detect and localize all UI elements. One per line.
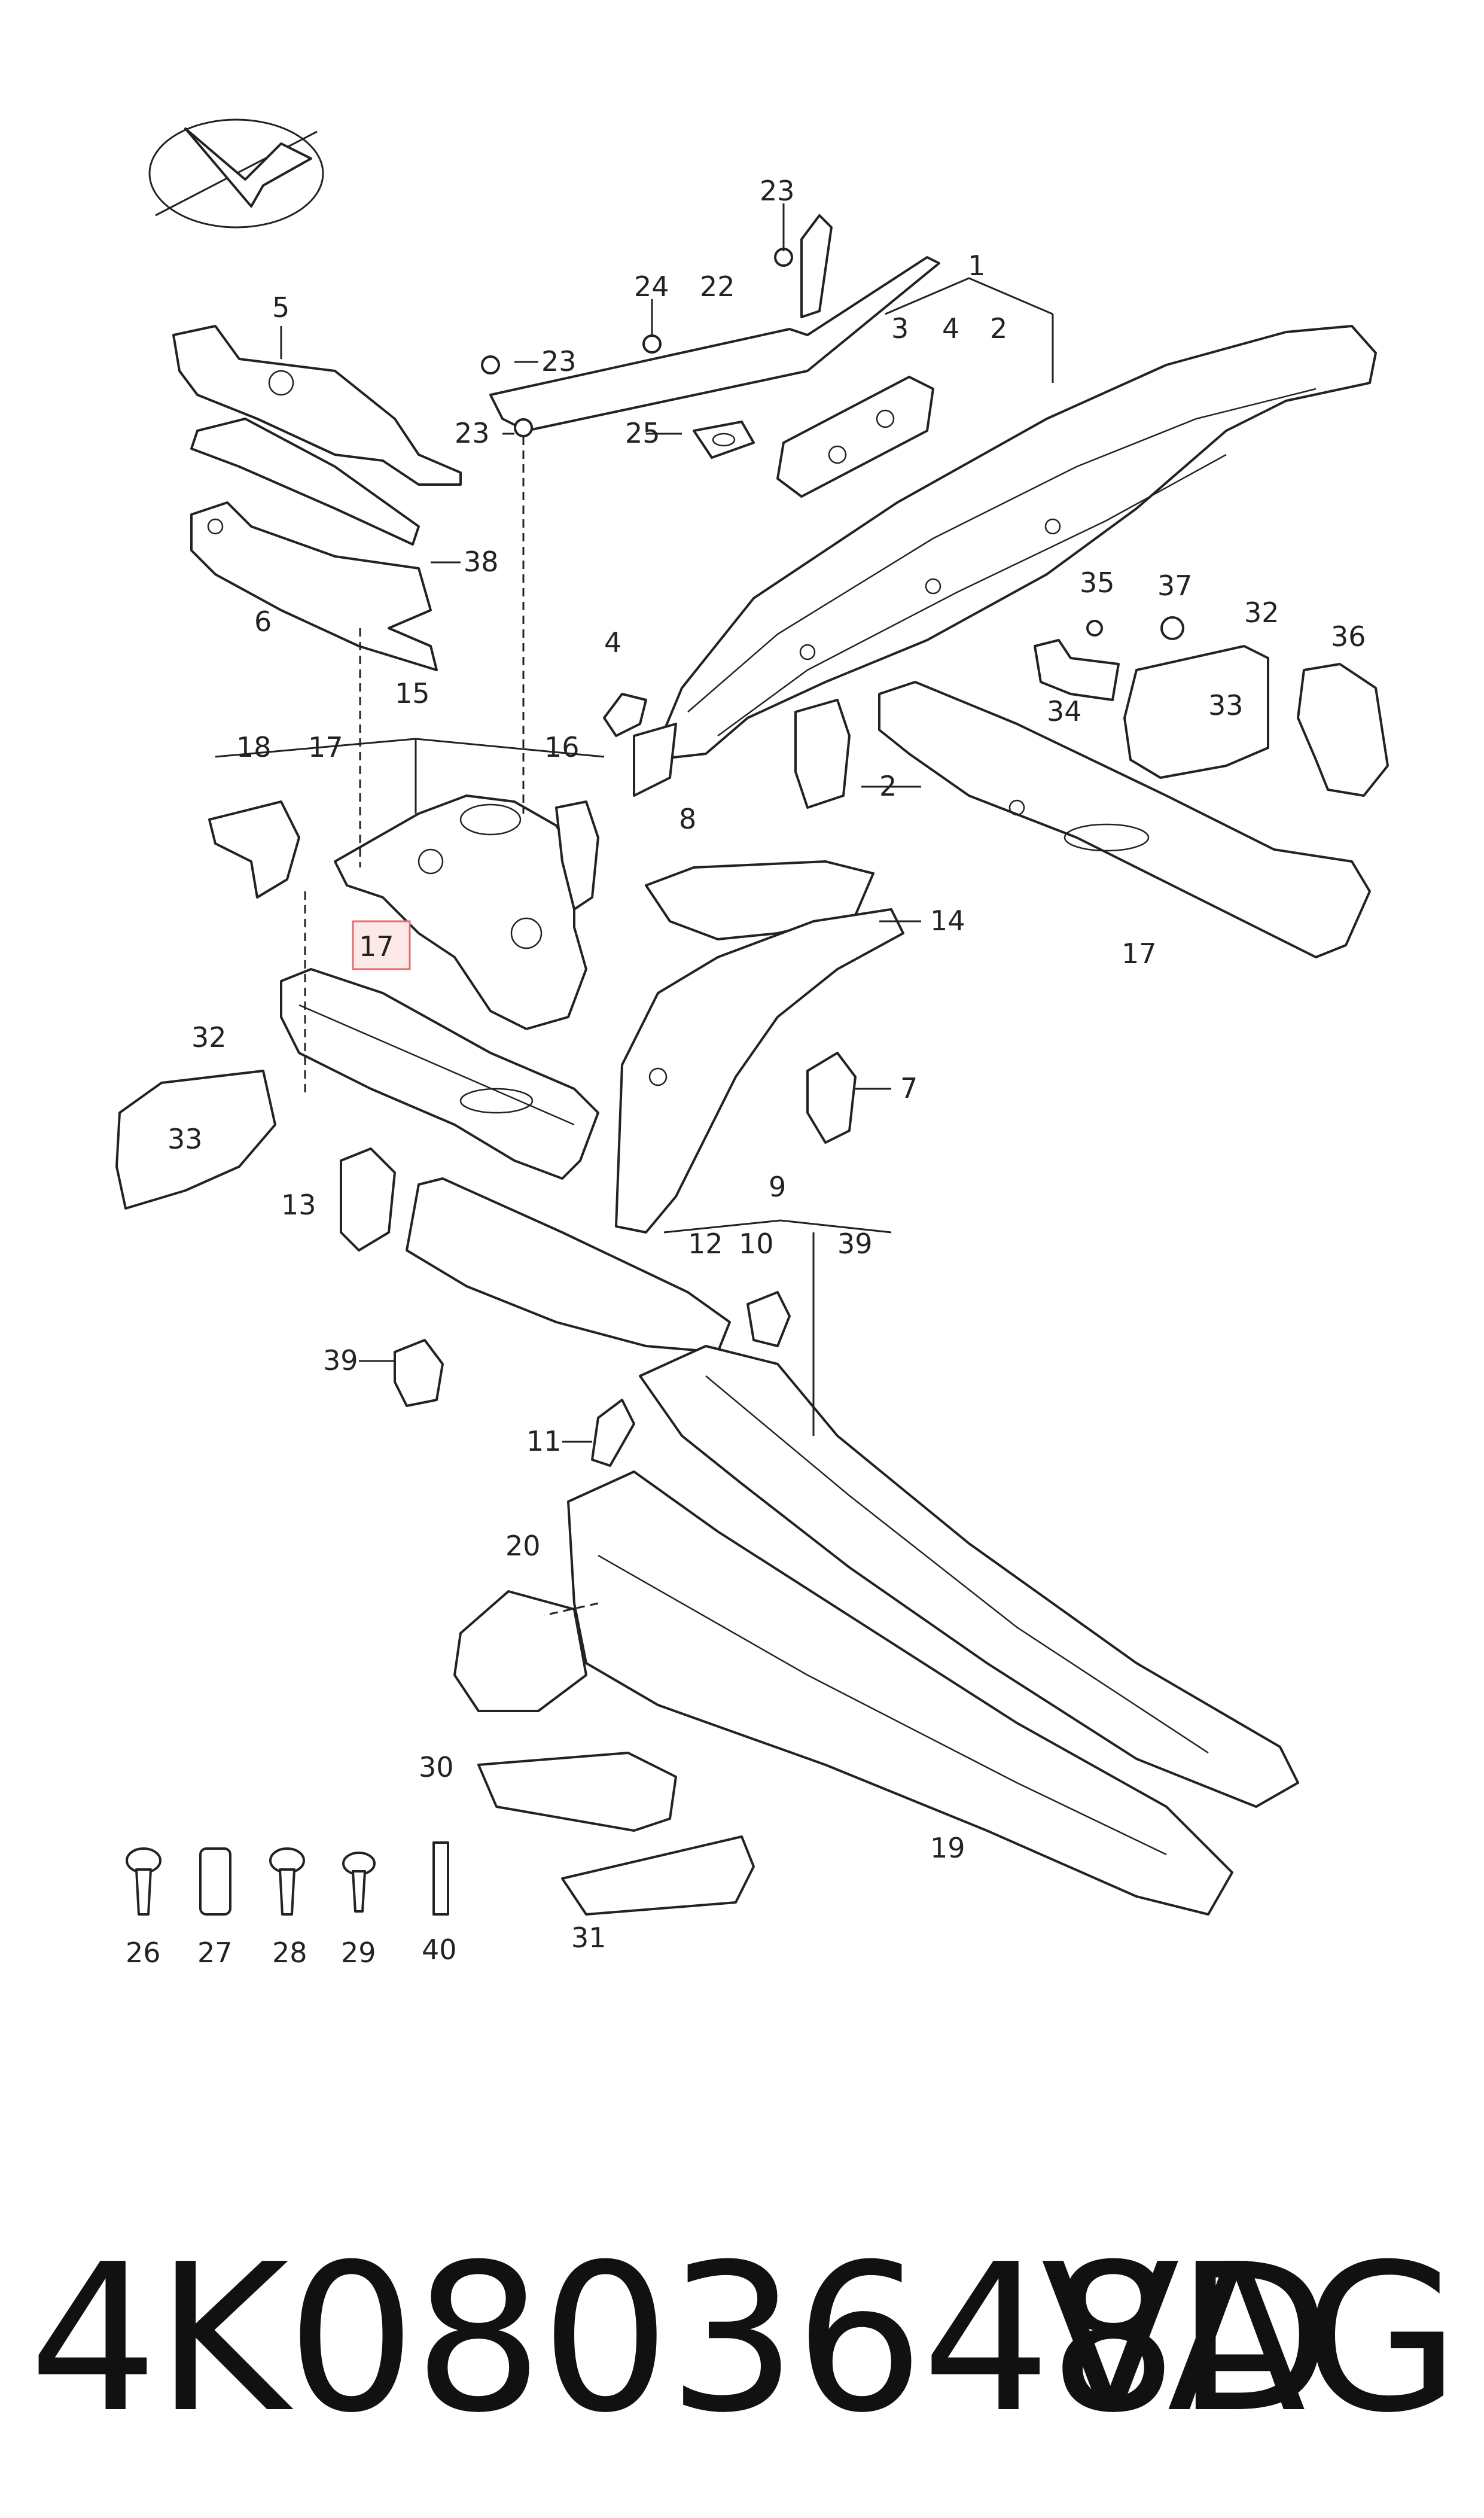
callout-13: 13: [281, 1189, 316, 1221]
part-strut-mount-upper: [172, 325, 462, 546]
part-bracket-16: [555, 800, 599, 911]
callout-37: 37: [1157, 570, 1193, 602]
callout-2: 2: [879, 770, 897, 802]
part-bracket-34: [1034, 639, 1120, 701]
callout-38: 38: [464, 546, 499, 578]
callout-17b: 17: [1122, 937, 1157, 970]
callout-7: 7: [900, 1072, 918, 1104]
callout-10: 10: [739, 1228, 774, 1260]
bolt-icon: [481, 248, 793, 437]
callout-27: 27: [197, 1937, 233, 1969]
part-bracket-36: [1297, 663, 1389, 797]
callout-15: 15: [395, 677, 430, 710]
callout-25: 25: [625, 417, 660, 449]
part-strut-mount-lower: [190, 501, 438, 671]
callout-28: 28: [272, 1937, 307, 1969]
callout-31: 31: [571, 1922, 607, 1954]
callout-40: 40: [422, 1934, 457, 1966]
callout-3: 3: [891, 312, 909, 345]
part-lower-side-member: [406, 1177, 731, 1353]
part-bracket-39: [394, 1339, 444, 1407]
part-bracket-20: [453, 1590, 587, 1712]
dashed-leaders: [304, 437, 599, 1616]
fastener-row: [126, 1841, 449, 1916]
orientation-arrow-icon: [148, 118, 324, 229]
callout-35: 35: [1080, 567, 1115, 599]
callout-36: 36: [1331, 620, 1366, 653]
callout-1: 1: [968, 249, 985, 282]
nut-icon: [1086, 616, 1184, 640]
callout-30: 30: [419, 1751, 454, 1783]
callout-6: 6: [254, 605, 272, 638]
part-frame-rail-upper: [633, 325, 1377, 797]
clip-icon: [342, 1852, 376, 1913]
footer: 4K0803648D VAG: [0, 2202, 1484, 2477]
callout-16: 16: [544, 731, 580, 763]
part-bracket-31: [561, 1835, 755, 1916]
part-side-member-right: [878, 681, 1371, 958]
callout-14: 14: [930, 905, 965, 937]
part-wheel-arch-inner: [615, 908, 904, 1234]
callout-4b: 4: [604, 626, 621, 659]
callout-23a: 23: [760, 175, 795, 207]
exploded-parts-diagram: 1 2 3 4 2 5 22 23 24 23 23 25 6 38 4 2 1…: [115, 118, 1389, 1969]
callout-39a: 39: [837, 1228, 873, 1260]
callout-labels: 1 2 3 4 2 5 22 23 24 23 23 25 6 38 4 2 1…: [126, 175, 1366, 1969]
callout-24: 24: [634, 270, 669, 303]
callout-34: 34: [1047, 695, 1082, 727]
part-bracket-7: [806, 1052, 857, 1144]
part-bracket-30: [477, 1752, 677, 1832]
callout-33a: 33: [1208, 689, 1244, 721]
callout-18: 18: [236, 731, 272, 763]
callout-11: 11: [526, 1425, 562, 1457]
callout-22: 22: [700, 270, 735, 303]
callout-17a: 17: [308, 731, 343, 763]
callout-26: 26: [126, 1937, 161, 1969]
callout-8: 8: [679, 803, 696, 835]
part-bracket-10: [746, 1291, 791, 1347]
callout-23c: 23: [455, 417, 490, 449]
stud-icon: [432, 1841, 449, 1916]
clip-icon: [269, 1847, 305, 1916]
part-small-bracket-4: [603, 693, 647, 737]
part-cross-brace: [489, 214, 940, 432]
highlight-box: [352, 920, 411, 970]
part-floor-member: [567, 1470, 1233, 1916]
leader-lines: [215, 203, 1054, 1443]
callout-32a: 32: [1244, 596, 1279, 629]
callout-2b: 2: [990, 312, 1007, 345]
part-small-bracket-2: [794, 699, 851, 809]
part-clip-25: [693, 421, 755, 459]
part-bracket-32-right: [1123, 645, 1269, 779]
part-side-member-left: [280, 968, 599, 1180]
part-bracket-32-left: [115, 1070, 276, 1210]
part-bracket-18: [208, 800, 300, 899]
callout-20: 20: [505, 1530, 541, 1562]
callout-29: 29: [341, 1937, 376, 1969]
callout-23b: 23: [541, 345, 577, 377]
brand-label: VAG: [1041, 2221, 1460, 2458]
part-longitudinal-rail: [639, 1345, 1299, 1808]
callout-32b: 32: [191, 1021, 227, 1054]
part-bracket-11: [591, 1399, 635, 1467]
part-bracket-13: [340, 1147, 396, 1252]
callout-12: 12: [688, 1228, 723, 1260]
callout-5: 5: [272, 291, 290, 324]
part-number: 4K0803648D: [29, 2221, 1332, 2458]
callout-39b: 39: [323, 1344, 358, 1377]
clip-icon: [126, 1847, 161, 1916]
part-rail-bracket: [776, 376, 934, 498]
callout-19: 19: [930, 1832, 965, 1864]
callout-17-highlight: 17: [359, 930, 394, 963]
callout-4: 4: [942, 312, 959, 345]
rivet-nut-icon: [199, 1847, 231, 1916]
callout-33b: 33: [167, 1123, 203, 1155]
callout-9: 9: [769, 1171, 786, 1203]
part-strut-tower: [334, 794, 587, 1030]
